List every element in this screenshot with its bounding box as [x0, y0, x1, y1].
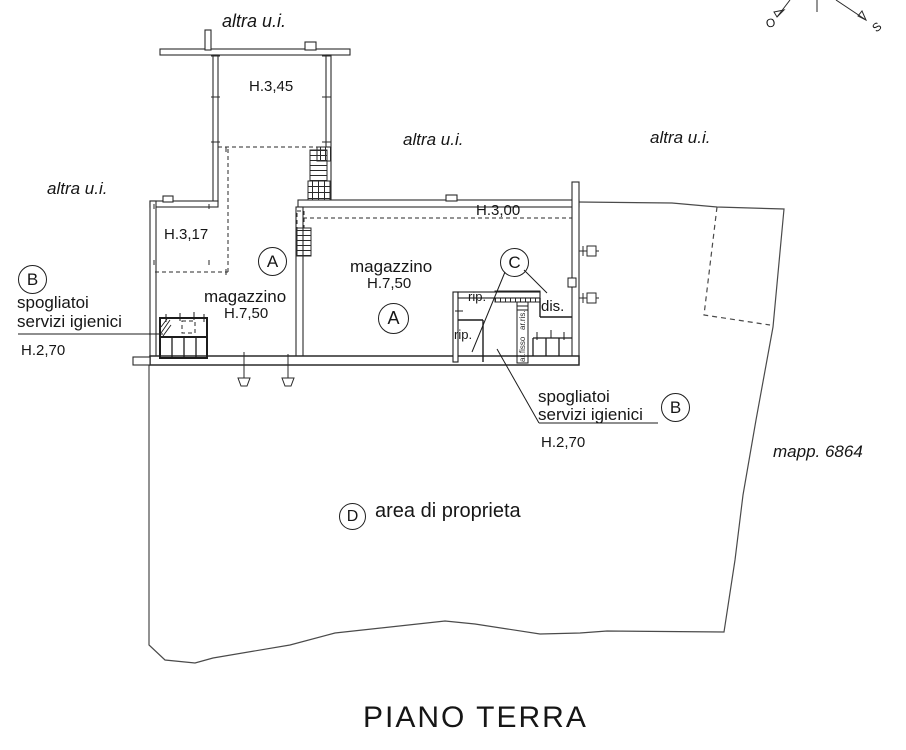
label-height-h345: H.3,45 [249, 78, 294, 95]
wall-main-top [297, 199, 580, 208]
bottom-wall-symbols [237, 352, 295, 387]
label-rip-bottom: rip. [454, 327, 473, 342]
dashed-lines [155, 146, 572, 334]
dashed-fixture-left [181, 320, 196, 334]
door-notch-top [304, 41, 317, 51]
door-notch-main [445, 194, 458, 202]
compass-rose [773, 0, 868, 22]
dis-cell-walls [539, 298, 572, 318]
sheet-title: PIANO TERRA [363, 701, 588, 734]
label-height-h317: H.3,17 [164, 226, 209, 243]
label-spogliatoi-right: spogliatoi [538, 387, 610, 406]
label-ar-fisso: ar.fisso [518, 336, 527, 362]
wall-bottom-step [132, 356, 151, 366]
label-servizi-right: servizi igienici [538, 405, 643, 424]
walls [132, 29, 580, 366]
property-boundary [148, 201, 785, 664]
leader-servizi-right [496, 348, 540, 424]
compass-arrowhead-west [773, 9, 786, 18]
label-height-h300: H.3,00 [476, 202, 521, 219]
compass-arrowhead-south [857, 10, 868, 22]
unit-badge-a-left: A [258, 247, 287, 276]
dashed-stair-foot [296, 210, 305, 229]
label-magazzino-left-height: H.7,50 [224, 305, 269, 322]
label-magazzino-right: magazzino [350, 257, 433, 276]
right-wall-tab [567, 277, 577, 288]
label-servizi-left: servizi igienici [17, 312, 122, 331]
leader-lines [18, 269, 658, 424]
wall-upper-room-right [325, 54, 332, 148]
unit-badge-b-left: B [18, 265, 47, 294]
wall-upper-room-left [212, 54, 219, 203]
label-altra-ui-right: altra u.i. [650, 128, 711, 147]
stair-landing [307, 180, 331, 201]
label-mapp-number: mapp. 6864 [773, 442, 863, 461]
service-top-wall [457, 291, 541, 299]
unit-badge-a-right: A [378, 303, 409, 334]
wall-opening-symbols [579, 245, 599, 304]
label-spogliatoi-left: spogliatoi [17, 293, 89, 312]
label-altra-ui-left: altra u.i. [47, 179, 108, 198]
stall-walls-right [532, 337, 572, 356]
label-magazzino-right-height: H.7,50 [367, 275, 412, 292]
rip-cell-walls [458, 319, 484, 362]
unit-badge-b-right: B [661, 393, 690, 422]
wall-top-spur [204, 29, 212, 51]
label-magazzino-left: magazzino [204, 287, 287, 306]
label-h270-left: H.2,70 [21, 342, 66, 359]
wall-bottom [149, 355, 580, 366]
stairs [296, 146, 541, 303]
closet-rungs [517, 305, 528, 311]
stair-corridor [309, 149, 328, 182]
fixture-ticks-right [455, 310, 565, 340]
wall-left-top [149, 200, 219, 208]
opening-box [586, 245, 597, 257]
label-altra-ui-top: altra u.i. [222, 11, 287, 31]
closet-strip [516, 301, 529, 364]
label-rip-top: rip. [468, 289, 487, 304]
wall-right-outer [571, 181, 580, 361]
label-h270-right: H.2,70 [541, 434, 586, 451]
unit-badge-d: D [339, 503, 366, 530]
compass-arrow-south [835, 0, 867, 21]
label-dis: dis. [541, 298, 565, 315]
service-block [452, 277, 577, 364]
parcel-outline [148, 201, 785, 664]
unit-badge-c: C [500, 248, 529, 277]
stair-main-room [296, 227, 312, 257]
drain-symbol [281, 354, 295, 387]
bathroom-left [159, 312, 208, 359]
leader-c-dis [523, 269, 548, 294]
wall-ticks [153, 55, 331, 275]
wall-top-boundary [159, 48, 351, 56]
label-area-di-proprieta: area di proprieta [375, 500, 521, 522]
label-altra-ui-center: altra u.i. [403, 130, 464, 149]
label-ar-ris: ar.ris. [518, 310, 527, 330]
door-notch-left [162, 195, 174, 203]
parcel-dashed-notch [703, 206, 771, 326]
drain-symbol [237, 352, 251, 387]
opening-box [586, 292, 597, 304]
service-left-wall [452, 291, 459, 363]
fixture-ticks [165, 312, 205, 322]
leader-c-rip [471, 271, 506, 353]
